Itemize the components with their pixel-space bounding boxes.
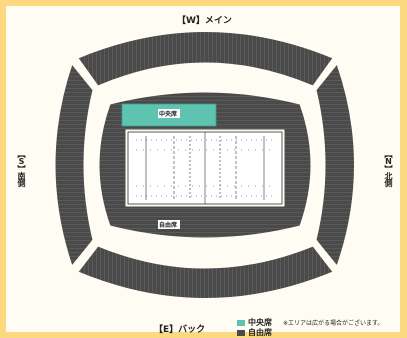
legend-free-swatch — [237, 329, 245, 336]
upper-stand-north[interactable] — [315, 62, 355, 268]
legend-central: 中央席 — [237, 317, 272, 328]
upper-stand-south[interactable] — [54, 62, 94, 268]
legend-central-swatch — [237, 319, 245, 326]
legend-free-label: 自由席 — [248, 328, 272, 337]
lower-stand-ring[interactable] — [98, 91, 312, 239]
label-east-back: 【E】バック — [154, 325, 206, 335]
label-west-main: 【W】メイン — [177, 16, 232, 26]
label-free-seat-on-map: 自由席 — [159, 222, 178, 229]
upper-stand-west[interactable] — [77, 31, 334, 87]
label-north: 【N】北側 — [384, 150, 393, 186]
label-central-seat-on-map: 中央席 — [159, 111, 178, 118]
legend-central-label: 中央席 — [248, 318, 272, 327]
free-seat-label-box — [158, 220, 180, 229]
legend-free: 自由席 — [237, 327, 272, 338]
pitch-markings — [136, 132, 274, 204]
legend-note: ※エリアは広がる場合がございます。 — [283, 320, 384, 327]
label-south: 【S】南側 — [17, 150, 26, 186]
central-seat-label-box — [158, 109, 180, 118]
upper-stand-east[interactable] — [77, 245, 334, 299]
